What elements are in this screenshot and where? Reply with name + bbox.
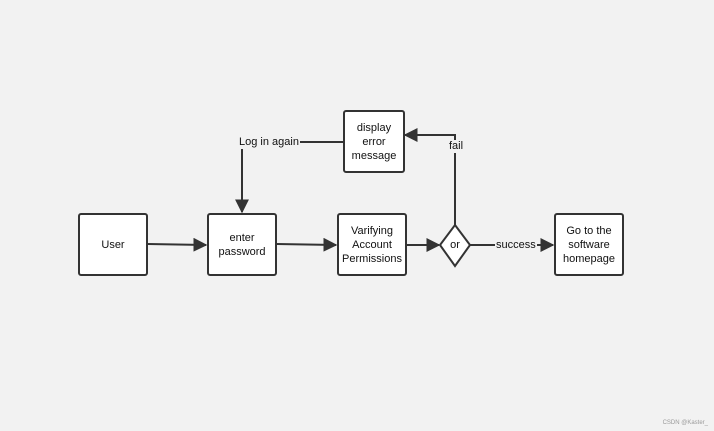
arrow-error-to-password [235, 141, 343, 214]
fail-edge-label: fail [448, 140, 465, 153]
decision-diamond [438, 223, 472, 268]
arrow-decision-to-error [403, 128, 456, 225]
error-message-label: display error message [351, 121, 397, 162]
enter-password-node: enter password [207, 213, 277, 276]
arrow-user-to-password [147, 237, 208, 252]
verify-permissions-label: Varifying Account Permissions [342, 224, 402, 265]
user-label: User [101, 238, 125, 251]
verify-permissions-node: Varifying Account Permissions [337, 213, 407, 276]
arrow-password-to-verify [276, 237, 338, 252]
homepage-label: Go to the software homepage [563, 224, 615, 265]
user-node: User [78, 213, 148, 276]
enter-password-label: enter password [218, 231, 266, 258]
success-edge-label: success [495, 239, 537, 252]
homepage-node: Go to the software homepage [554, 213, 624, 276]
watermark: CSDN @Kaster_ [662, 420, 708, 426]
error-message-node: display error message [343, 110, 405, 173]
login-again-edge-label: Log in again [238, 136, 300, 149]
decision-label: or [450, 239, 460, 251]
